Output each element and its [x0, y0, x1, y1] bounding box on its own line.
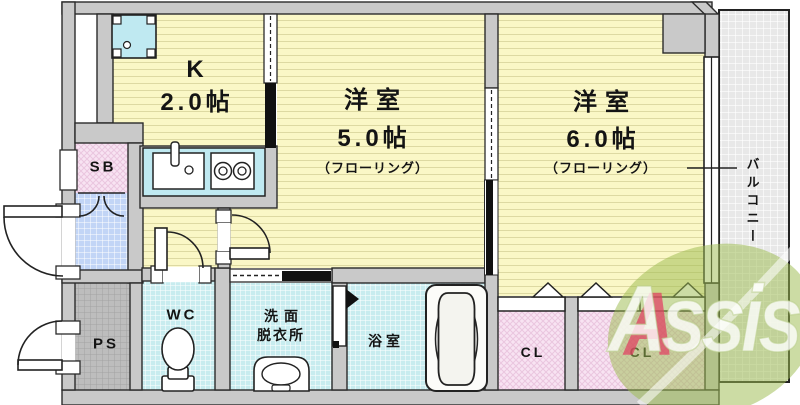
left-wall [61, 1, 76, 391]
hallway-floor [142, 208, 218, 268]
entrance-opening [61, 217, 76, 266]
washer-pan-icon [111, 14, 157, 59]
room5-label: 洋室 [344, 87, 408, 114]
closet-right-swing-mark-1 [579, 281, 613, 298]
wash-basin-icon [253, 356, 310, 392]
room5-jamb-top [215, 209, 232, 224]
room6-size-label: 6.0帖 [566, 126, 640, 153]
washroom-label-line2: 脱衣所 [257, 327, 305, 343]
kitchen-partition-black [265, 83, 276, 148]
bath-door-stop [333, 341, 339, 348]
ps-door-leaf [17, 359, 63, 371]
shoebox-label: SB [89, 158, 117, 176]
bath-door [332, 285, 359, 348]
room6-pillar [662, 13, 706, 54]
kitchen-jog-wall [74, 122, 144, 144]
bathroom-label: 浴室 [368, 333, 404, 349]
wc-door-arc [166, 231, 204, 269]
fixtures [111, 14, 737, 392]
room5-size-label: 5.0帖 [337, 125, 411, 152]
room5-door-arc [231, 214, 271, 254]
bathtub-icon [425, 284, 488, 392]
wc-jamb-right [198, 265, 212, 284]
balcony-label: バルコニー [744, 157, 760, 247]
ps-jamb-top [55, 320, 81, 335]
right-wall-upper [704, 13, 720, 59]
kitchen-size-label: 2.0帖 [160, 89, 234, 116]
ps-door-arc [17, 320, 63, 366]
closet-left-swing-mark [531, 281, 565, 298]
entrance-jamb-bottom [55, 265, 81, 280]
closet-left-front [497, 296, 566, 312]
floors [75, 9, 790, 390]
room6-label: 洋室 [573, 89, 637, 116]
room5-floor [277, 14, 485, 268]
room6-note-label: （フローリング） [544, 160, 658, 176]
room5-opening [217, 223, 231, 251]
wc-west-wall [129, 282, 143, 391]
entrance-door-leaf [3, 205, 63, 218]
toilet-icon [161, 327, 195, 392]
entrance-door-arc [3, 216, 64, 277]
wc-door-leaf [154, 227, 168, 271]
kitchen-west-wall [96, 13, 114, 124]
stove-icon [210, 152, 255, 190]
top-wall [61, 1, 713, 15]
wc-opening [163, 266, 199, 283]
bottom-wall [61, 389, 720, 405]
closet-left-floor [498, 311, 565, 390]
room5-south-wall [331, 267, 486, 284]
room5-note-label: （フローリング） [316, 160, 430, 176]
shoebox-door-arc-left [78, 195, 100, 217]
room5-door-leaf [229, 247, 270, 260]
sink-icon [152, 141, 205, 190]
room6-floor [498, 14, 705, 296]
pipe-space-label: PS [92, 335, 120, 353]
closet-right-front [577, 296, 706, 312]
shoebox-door-arc-right [103, 195, 125, 217]
doors [3, 192, 271, 371]
wc-east-wall [214, 267, 231, 391]
pipe-space-floor [75, 283, 130, 390]
closet-left-label: CL [520, 344, 546, 360]
bath-door-arrow [346, 289, 359, 309]
partition56-top-wall [484, 13, 499, 89]
kitchen-counter [142, 141, 266, 197]
right-wall-lower [704, 282, 720, 391]
washroom-label-line1: 洗面 [264, 308, 304, 324]
closet-divider-wall [564, 296, 579, 391]
wc-label: WC [166, 306, 198, 324]
washroom-sliding-door-panel [282, 271, 331, 281]
genkan-floor [75, 193, 128, 270]
bath-door-strip [332, 285, 347, 347]
closet-right-label: CL [629, 344, 655, 360]
kitchen-label: K [186, 56, 212, 83]
side-window [59, 149, 78, 191]
shoebox-floor [75, 143, 128, 193]
room56-partition-black [486, 180, 493, 275]
room5-jamb-bottom [215, 250, 232, 265]
ps-opening [61, 334, 76, 361]
